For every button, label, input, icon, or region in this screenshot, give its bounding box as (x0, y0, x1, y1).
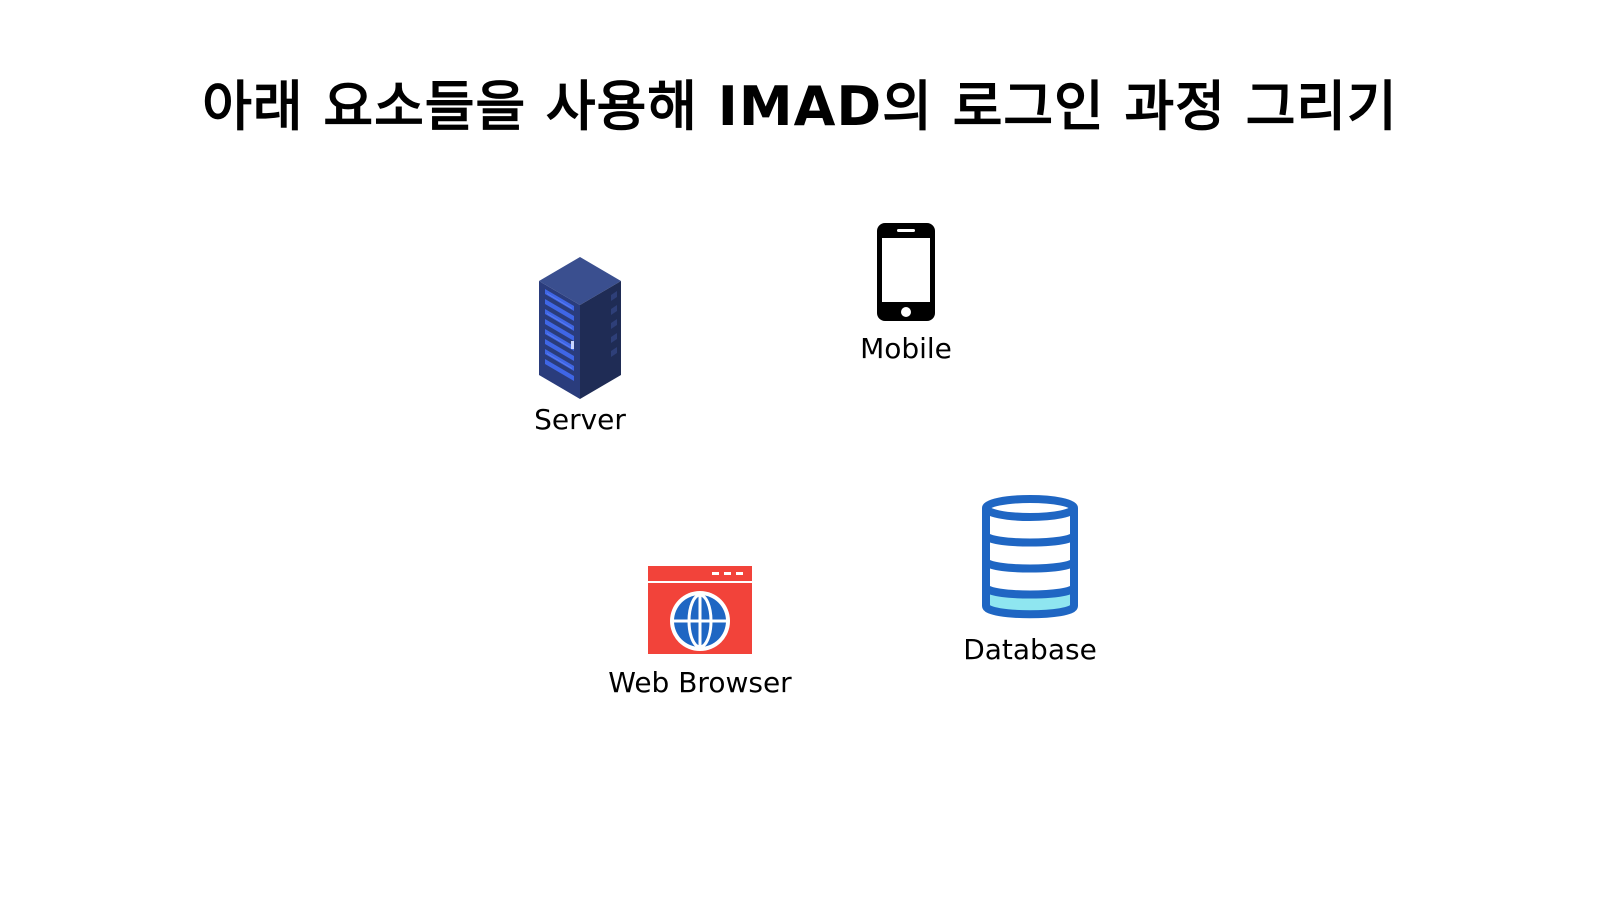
web-browser-node[interactable]: Web Browser (590, 566, 810, 700)
web-browser-label: Web Browser (608, 666, 792, 699)
mobile-node[interactable]: Mobile (846, 222, 966, 366)
server-label: Server (534, 403, 626, 436)
server-node[interactable]: Server (520, 255, 640, 437)
database-cylinder-icon (982, 495, 1078, 619)
database-label: Database (963, 633, 1097, 666)
server-rack-icon (539, 257, 621, 399)
smartphone-icon (877, 223, 935, 321)
page-title: 아래 요소들을 사용해 IMAD의 로그인 과정 그리기 (202, 75, 1398, 138)
database-node[interactable]: Database (950, 495, 1110, 667)
web-browser-globe-icon (648, 566, 752, 654)
mobile-label: Mobile (860, 332, 952, 365)
